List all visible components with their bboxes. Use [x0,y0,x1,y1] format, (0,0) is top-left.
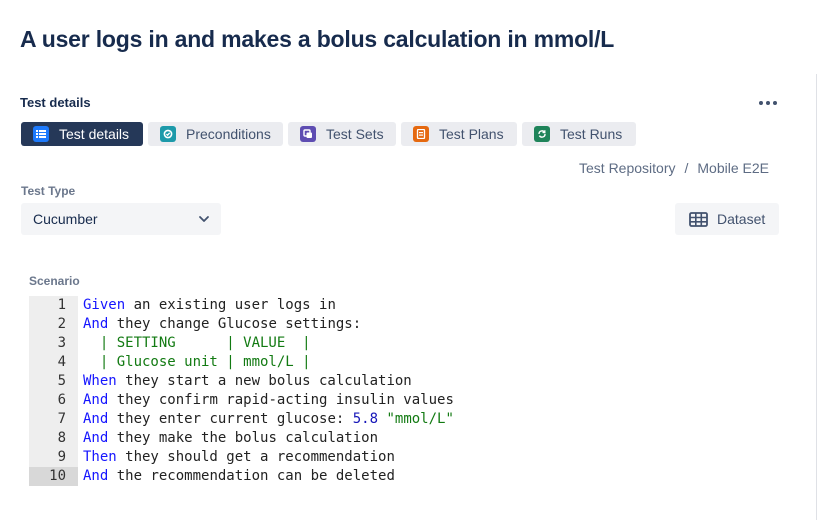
code-token: 5.8 [352,411,379,427]
code-text: When they start a new bolus calculation [83,372,412,391]
code-text: Given an existing user logs in [83,296,336,315]
code-token: they make the bolus calculation [108,430,379,446]
tab-label: Test Sets [326,126,384,142]
code-text: And they make the bolus calculation [83,429,378,448]
gherkin-keyword: And [83,411,109,427]
tab-label: Preconditions [186,126,271,142]
code-line[interactable]: 4 | Glucose unit | mmol/L | [29,353,489,372]
line-number: 5 [57,373,66,389]
gherkin-keyword: And [83,316,109,332]
gherkin-keyword: Given [83,297,126,313]
line-number: 4 [57,354,66,370]
code-line[interactable]: 5 When they start a new bolus calculation [29,372,489,391]
current-line-highlight [29,467,78,486]
panel-divider [816,74,817,520]
code-line[interactable]: 2 And they change Glucose settings: [29,315,489,334]
test-type-label: Test Type [21,184,76,198]
code-text: And they change Glucose settings: [83,315,361,334]
test-type-select[interactable]: Cucumber [21,203,221,235]
chevron-down-icon [197,212,211,229]
tab-label: Test Plans [439,126,504,142]
gherkin-keyword: And [83,430,109,446]
more-options-button[interactable] [754,92,782,114]
more-horizontal-icon [759,101,763,105]
code-line[interactable]: 7 And they enter current glucose: 5.8 "mm… [29,410,489,429]
code-text: | SETTING | VALUE | [83,334,311,353]
gherkin-keyword: When [83,373,117,389]
test-plans-icon [413,126,429,142]
code-token: an existing user logs in [125,297,336,313]
tab-test-plans[interactable]: Test Plans [401,122,517,146]
page-title: A user logs in and makes a bolus calcula… [20,26,615,52]
test-sets-icon [300,126,316,142]
code-token: they change Glucose settings: [108,316,362,332]
code-text: Then they should get a recommendation [83,448,395,467]
gherkin-keyword: Then [83,449,117,465]
line-number: 10 [49,468,66,484]
table-grid-icon [689,211,708,227]
tab-test-sets[interactable]: Test Sets [288,122,396,146]
dataset-label: Dataset [717,211,766,227]
dataset-button[interactable]: Dataset [675,203,779,235]
breadcrumb-separator: / [684,160,689,176]
code-token: they enter current glucose: [108,411,353,427]
tab-test-runs[interactable]: Test Runs [522,122,636,146]
tab-test-details[interactable]: Test details [21,122,143,146]
code-token: they start a new bolus calculation [116,373,412,389]
code-line[interactable]: 3 | SETTING | VALUE | [29,334,489,353]
code-text: And they enter current glucose: 5.8 "mmo… [83,410,454,429]
line-number: 2 [57,316,66,332]
code-text: And the recommendation can be deleted [83,467,395,486]
breadcrumb: Test Repository / Mobile E2E [579,160,769,176]
code-text: And they confirm rapid-acting insulin va… [83,391,454,410]
tab-preconditions[interactable]: Preconditions [148,122,283,146]
test-type-value: Cucumber [33,211,98,227]
gherkin-keyword: And [83,468,109,484]
line-number: 1 [57,297,66,313]
list-icon [33,126,49,142]
breadcrumb-test-repository[interactable]: Test Repository [579,160,676,176]
code-token: the recommendation can be deleted [108,468,395,484]
line-number: 9 [57,449,66,465]
section-title: Test details [20,95,91,110]
scenario-label: Scenario [29,274,80,288]
line-number: 6 [57,392,66,408]
preconditions-icon [160,126,176,142]
code-token: | Glucose unit | mmol/L | [83,354,311,370]
code-line[interactable]: 8 And they make the bolus calculation [29,429,489,448]
line-number-gutter [29,296,78,486]
tab-label: Test details [59,126,130,142]
tab-label: Test Runs [560,126,623,142]
breadcrumb-mobile-e2e[interactable]: Mobile E2E [697,160,769,176]
code-line[interactable]: 1 Given an existing user logs in [29,296,489,315]
line-number: 7 [57,411,66,427]
code-token: "mmol/L" [386,411,454,427]
code-token: they should get a recommendation [116,449,395,465]
code-token: | SETTING | VALUE | [83,335,311,351]
code-token: they confirm rapid-acting insulin values [108,392,454,408]
code-line[interactable]: 6 And they confirm rapid-acting insulin v… [29,391,489,410]
code-line[interactable]: 9 Then they should get a recommendation [29,448,489,467]
line-number: 8 [57,430,66,446]
line-number: 3 [57,335,66,351]
code-text: | Glucose unit | mmol/L | [83,353,311,372]
test-runs-icon [534,126,550,142]
gherkin-keyword: And [83,392,109,408]
code-line[interactable]: 10 And the recommendation can be deleted [29,467,489,486]
